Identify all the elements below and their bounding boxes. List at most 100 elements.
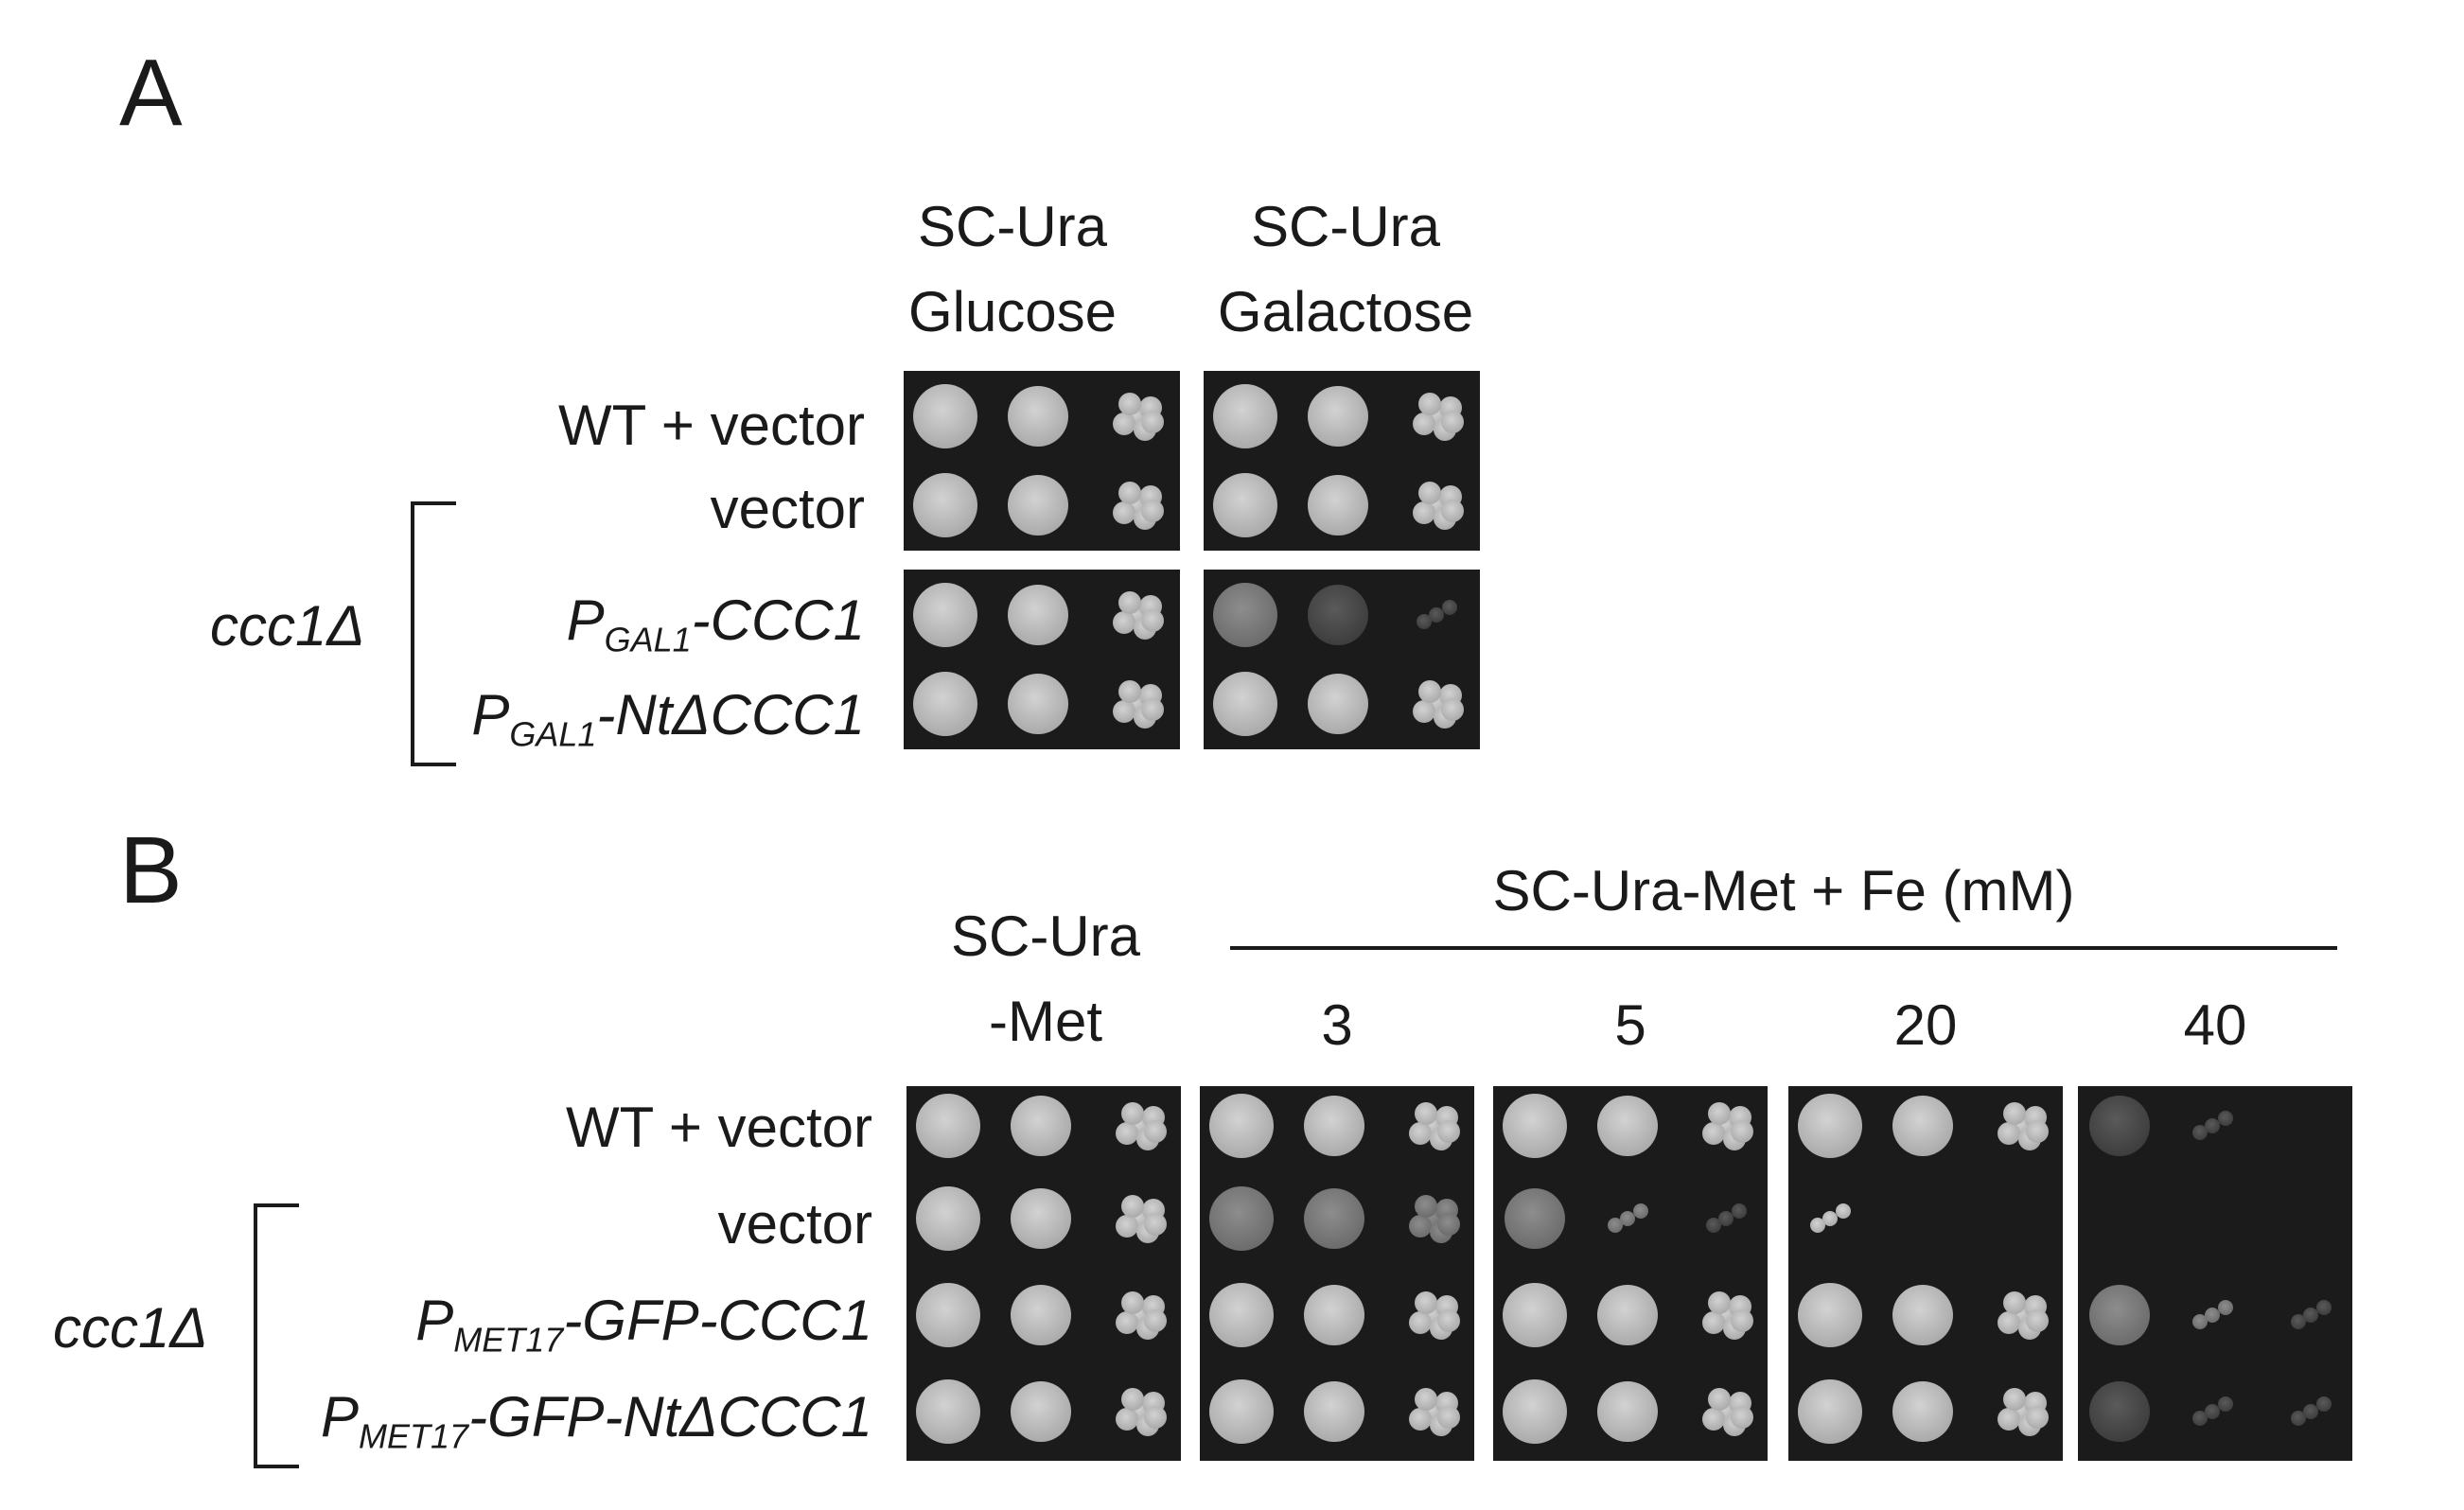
yeast-colony-spot [1732,1203,1747,1219]
column-header-line: SC-Ura [950,904,1140,968]
yeast-colony-spot [913,473,977,537]
yeast-colony-spot [1997,1407,2020,1431]
yeast-colony-spot [1408,1407,1432,1431]
yeast-colony-spot [1412,412,1435,435]
yeast-colony-spot [2002,1387,2026,1411]
panel-b-bracket-label: ccc1Δ [53,1296,208,1360]
panel-a-row-label-vector: vector [710,477,865,540]
yeast-colony-spot [1597,1096,1658,1156]
yeast-colony-spot [2002,1101,2026,1125]
yeast-colony-spot [1997,1121,2020,1145]
yeast-colony-spot [1436,1213,1460,1236]
plate-a-glucose-top [904,371,1180,551]
column-header-line: SC-Ura [917,195,1107,258]
yeast-colony-spot [1112,610,1135,634]
yeast-colony-spot [2218,1299,2233,1315]
yeast-colony-spot [1503,1379,1567,1444]
panel-b-concentration-40: 40 [2183,993,2247,1057]
yeast-colony-spot [1213,583,1277,647]
yeast-colony-spot [1701,1407,1725,1431]
yeast-colony-spot [1143,1406,1167,1429]
yeast-colony-spot [1143,1213,1167,1236]
yeast-colony-spot [916,1283,980,1347]
yeast-colony-spot [1011,1381,1071,1442]
yeast-colony-spot [1822,1211,1838,1226]
yeast-colony-spot [2316,1396,2332,1412]
yeast-colony-spot [1213,672,1277,736]
plate-b-fe-5 [1493,1086,1768,1461]
yeast-colony-spot [1120,1101,1144,1125]
yeast-colony-spot [1140,500,1164,522]
yeast-colony-spot [1008,475,1068,536]
panel-a-row-label-wt: WT + vector [558,394,865,457]
yeast-colony-spot [1308,475,1368,536]
yeast-colony-spot [1706,1218,1722,1233]
yeast-colony-spot [1304,1096,1364,1156]
panel-b-row-label-met17-nt-ccc1: PMET17-GFP-NtΔCCC1 [321,1385,872,1456]
yeast-colony-spot [1118,679,1141,703]
yeast-colony-spot [1892,1285,1953,1345]
yeast-colony-spot [1412,500,1435,524]
yeast-colony-spot [1730,1406,1753,1429]
yeast-colony-spot [1115,1121,1138,1145]
yeast-colony-spot [1304,1381,1364,1442]
panel-b-concentration-3: 3 [1321,993,1353,1057]
yeast-colony-spot [2089,1096,2150,1156]
yeast-colony-spot [1730,1309,1753,1332]
yeast-colony-spot [1417,679,1441,703]
panel-b-bracket [254,1203,299,1468]
yeast-colony-spot [1304,1285,1364,1345]
yeast-colony-spot [1798,1283,1862,1347]
plate-b-no-fe [906,1086,1181,1461]
yeast-colony-spot [1997,1310,2020,1334]
yeast-colony-spot [1440,698,1464,721]
panel-b-column-header-no-fe: SC-Ura -Met [918,908,1173,1050]
yeast-colony-spot [2316,1299,2332,1315]
yeast-colony-spot [1414,1291,1437,1314]
yeast-colony-spot [1608,1218,1624,1233]
yeast-colony-spot [2291,1314,2307,1329]
yeast-colony-spot [1620,1211,1635,1226]
yeast-colony-spot [1209,1186,1274,1251]
panel-b-group-header: SC-Ura-Met + Fe (mM) [1492,859,2075,922]
yeast-colony-spot [1209,1094,1274,1158]
yeast-colony-spot [1304,1188,1364,1249]
yeast-colony-spot [1798,1094,1862,1158]
yeast-colony-spot [1436,1406,1460,1429]
column-header-line: Galactose [1217,280,1474,343]
yeast-colony-spot [2192,1411,2209,1426]
panel-a-row-label-gal1-nt-ccc1: PGAL1-NtΔCCC1 [471,683,865,754]
yeast-colony-spot [1597,1381,1658,1442]
plate-b-fe-40 [2078,1086,2352,1461]
yeast-colony-spot [1308,674,1368,734]
panel-a-column-header-glucose: SC-Ura Glucose [880,199,1145,341]
panel-a-letter: A [119,40,183,146]
yeast-colony-spot [1892,1381,1953,1442]
yeast-colony-spot [1118,590,1141,614]
yeast-colony-spot [1011,1285,1071,1345]
yeast-colony-spot [2025,1406,2049,1429]
yeast-colony-spot [1701,1310,1725,1334]
yeast-colony-spot [1112,412,1135,435]
yeast-colony-spot [2089,1285,2150,1345]
yeast-colony-spot [1436,1309,1460,1332]
yeast-colony-spot [2192,1314,2209,1329]
yeast-colony-spot [1707,1291,1731,1314]
yeast-colony-spot [1011,1096,1071,1156]
yeast-colony-spot [1633,1203,1648,1219]
plate-a-glucose-bottom [904,570,1180,749]
yeast-colony-spot [2089,1381,2150,1442]
yeast-colony-spot [1118,481,1141,504]
yeast-colony-spot [1209,1379,1274,1444]
yeast-colony-spot [1140,411,1164,433]
yeast-colony-spot [2218,1396,2233,1412]
panel-b-row-label-met17-ccc1: PMET17-GFP-CCC1 [415,1289,872,1360]
plate-b-fe-20 [1788,1086,2063,1461]
panel-b-concentration-5: 5 [1614,993,1646,1057]
yeast-colony-spot [1408,1121,1432,1145]
column-header-line: -Met [989,990,1102,1053]
panel-b-concentration-20: 20 [1893,993,1958,1057]
yeast-colony-spot [916,1094,980,1158]
yeast-colony-spot [1213,473,1277,537]
yeast-colony-spot [1429,607,1444,623]
